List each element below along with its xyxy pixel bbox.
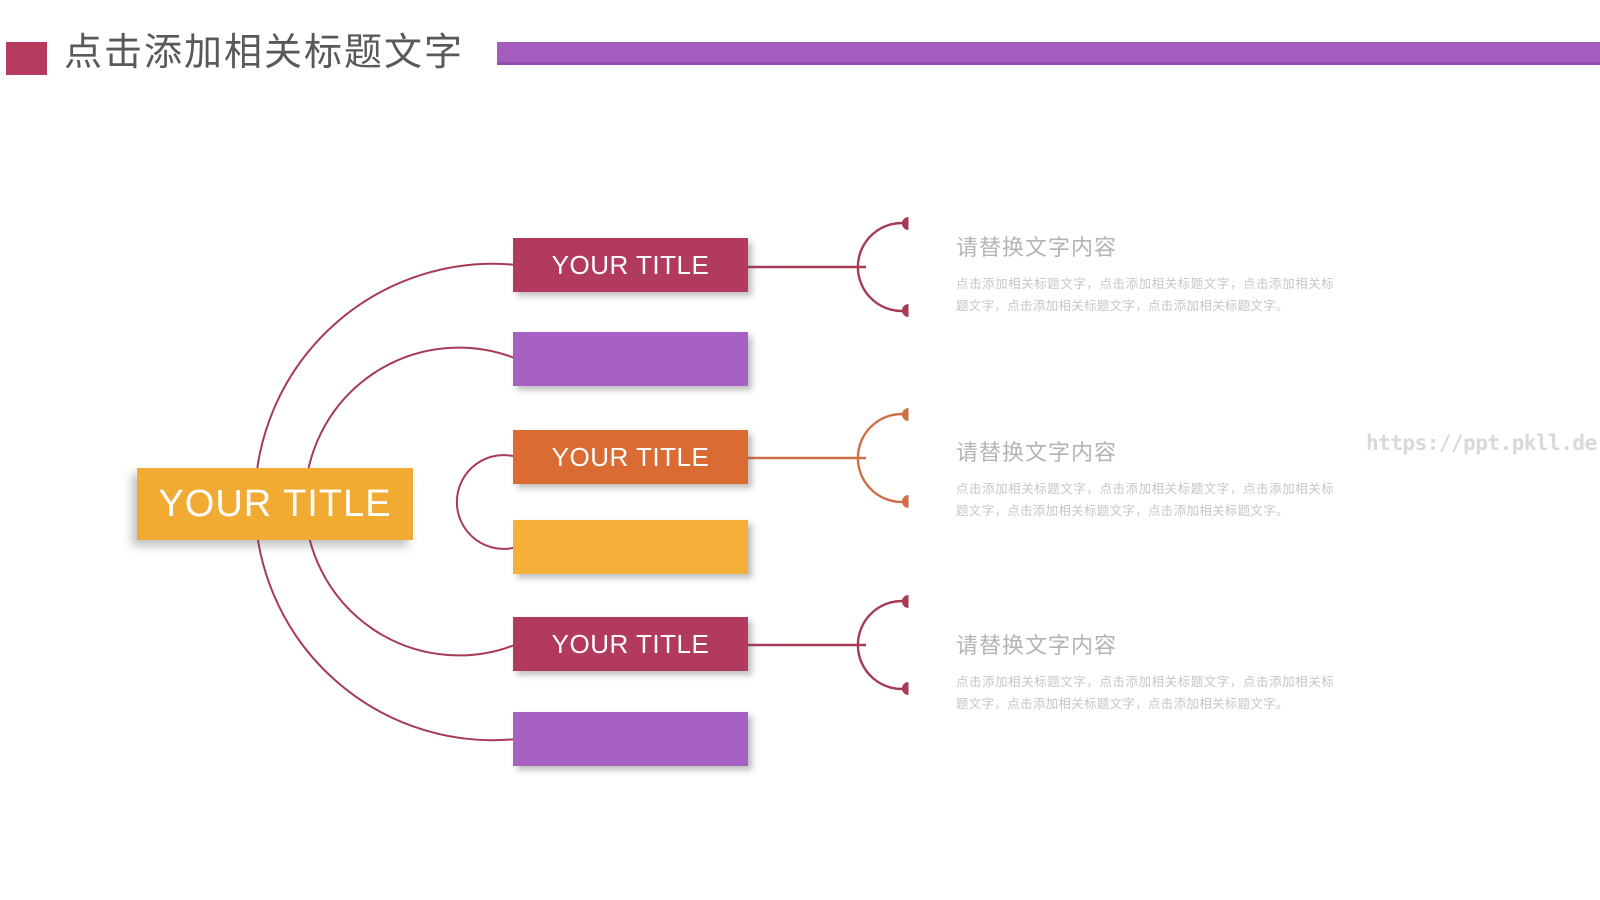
connector-cap-icon	[902, 217, 909, 230]
callout-body: 点击添加相关标题文字，点击添加相关标题文字，点击添加相关标题文字，点击添加相关标…	[956, 675, 1334, 711]
callout-connector-1	[748, 217, 909, 317]
node-box-3: YOUR TITLE	[513, 430, 748, 484]
callout-connector-3	[748, 595, 909, 695]
connector-cap-icon	[902, 495, 909, 508]
callout-body: 点击添加相关标题文字，点击添加相关标题文字，点击添加相关标题文字，点击添加相关标…	[956, 277, 1334, 313]
header-decoration-bar	[497, 42, 1600, 65]
callout-heading: 请替换文字内容	[956, 235, 1118, 260]
root-title-label: YOUR TITLE	[158, 482, 392, 525]
callout-block-2: 请替换文字内容 点击添加相关标题文字，点击添加相关标题文字，点击添加相关标题文字…	[956, 435, 1334, 522]
callout-body: 点击添加相关标题文字，点击添加相关标题文字，点击添加相关标题文字，点击添加相关标…	[956, 482, 1334, 518]
watermark-text: https://ppt.pkll.de	[1366, 431, 1597, 455]
callout-heading: 请替换文字内容	[956, 440, 1118, 465]
callout-block-3: 请替换文字内容 点击添加相关标题文字，点击添加相关标题文字，点击添加相关标题文字…	[956, 628, 1334, 715]
connector-cap-icon	[902, 408, 909, 421]
inner-arc	[455, 454, 518, 550]
node-label: YOUR TITLE	[551, 249, 710, 280]
node-label: YOUR TITLE	[551, 628, 710, 659]
root-title-box: YOUR TITLE	[137, 468, 413, 540]
node-label: YOUR TITLE	[551, 441, 710, 472]
node-box-6	[513, 712, 748, 766]
node-box-2	[513, 332, 748, 386]
node-box-1: YOUR TITLE	[513, 238, 748, 292]
node-box-4	[513, 520, 748, 574]
callout-connector-2	[748, 408, 909, 508]
page-title: 点击添加相关标题文字	[64, 32, 465, 74]
connector-cap-icon	[902, 304, 909, 317]
callout-heading: 请替换文字内容	[956, 633, 1118, 658]
header-accent-square	[6, 42, 47, 75]
connector-cap-icon	[902, 682, 909, 695]
connector-cap-icon	[902, 595, 909, 608]
node-box-5: YOUR TITLE	[513, 617, 748, 671]
callout-block-1: 请替换文字内容 点击添加相关标题文字，点击添加相关标题文字，点击添加相关标题文字…	[956, 230, 1334, 317]
